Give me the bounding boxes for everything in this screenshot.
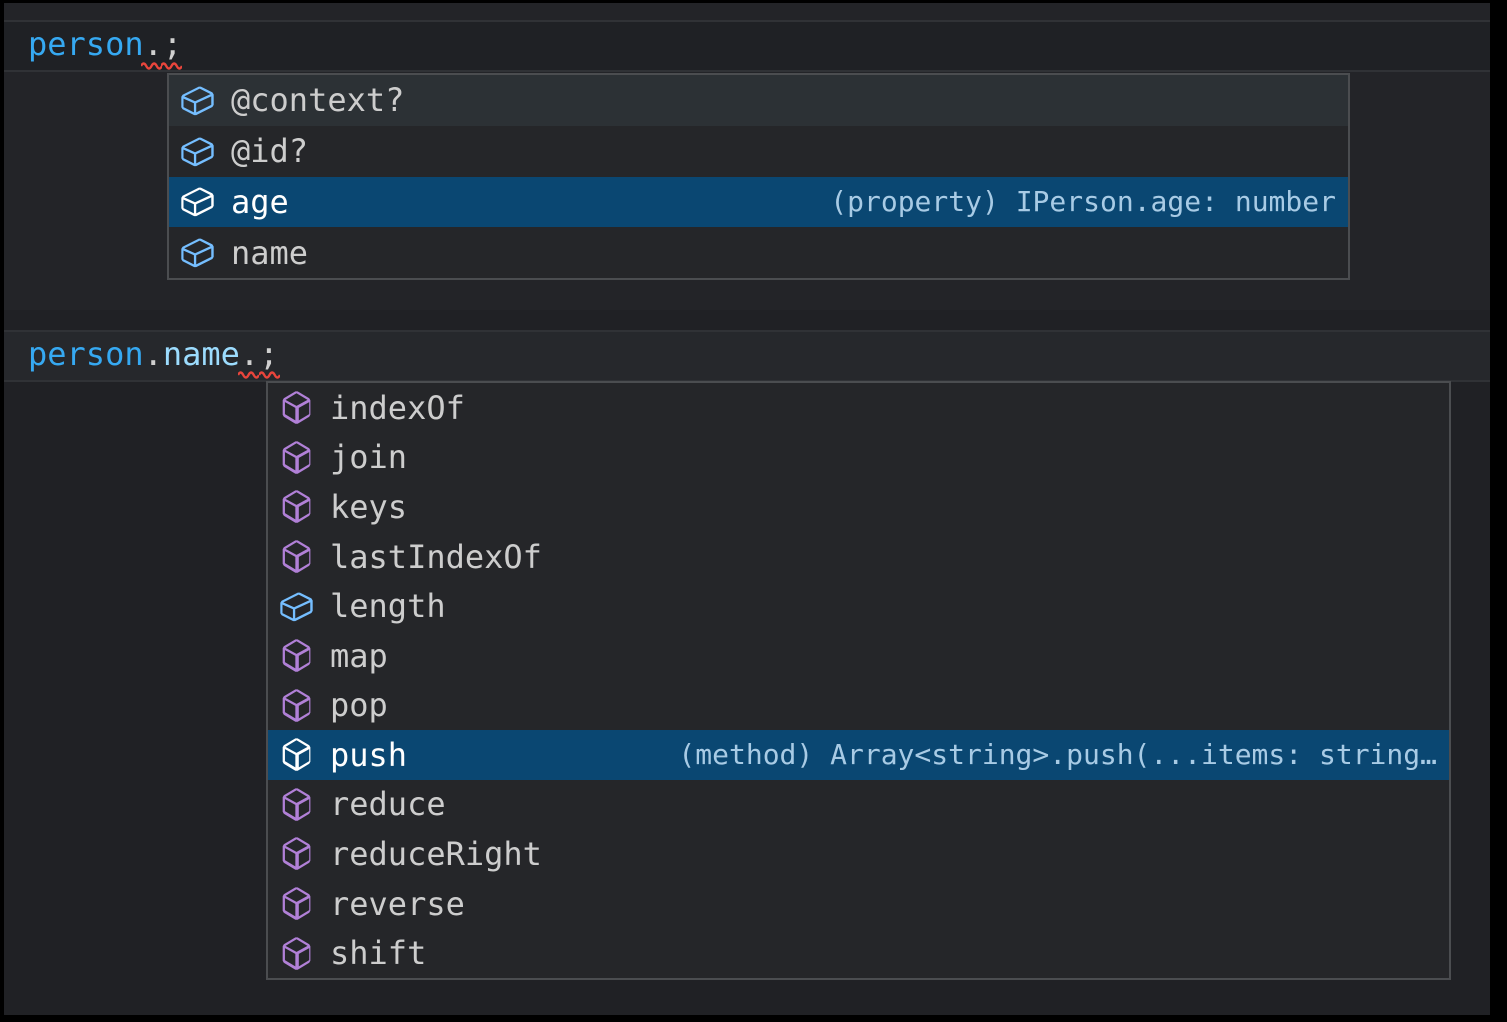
code-token-variable: person (28, 335, 144, 373)
symbol-method-icon (278, 439, 315, 476)
symbol-method-icon (278, 885, 315, 922)
suggestion-detail: (method) Array<string>.push(...items: st… (678, 738, 1437, 772)
code-line-2[interactable]: person.name.; (4, 330, 1490, 382)
error-squiggle (238, 369, 259, 379)
suggestion-label: @context? (231, 81, 405, 120)
symbol-method-icon (278, 637, 315, 674)
suggestion-label: lastIndexOf (330, 537, 542, 576)
code-token-variable: person (28, 25, 144, 63)
suggestion-label: keys (330, 487, 408, 526)
symbol-field-icon (179, 82, 216, 119)
suggestion-label: reduceRight (330, 834, 542, 873)
suggestion-label: @id? (231, 132, 309, 171)
symbol-field-icon (179, 234, 216, 271)
symbol-method-icon (278, 736, 315, 773)
suggestion-label: indexOf (330, 388, 465, 427)
suggestion-item-id[interactable]: @id? (169, 126, 1348, 177)
editor-screen: person.; @context? @id? age (property) IPer… (4, 3, 1490, 1015)
suggestion-item-reduceright[interactable]: reduceRight (268, 829, 1449, 879)
code-token-punct: ; (162, 25, 183, 63)
suggestion-label: name (231, 233, 309, 272)
error-squiggle (259, 369, 280, 379)
suggestion-label: age (231, 182, 289, 221)
symbol-method-icon (278, 538, 315, 575)
code-token-punct: . (239, 335, 260, 373)
suggestion-item-shift[interactable]: shift (268, 928, 1449, 978)
symbol-method-icon (278, 935, 315, 972)
error-squiggle (161, 60, 182, 70)
code-token-punct: ; (259, 335, 279, 373)
symbol-method-icon (278, 835, 315, 872)
code-text-2: person.name.; (28, 332, 278, 376)
suggestion-item-keys[interactable]: keys (268, 482, 1449, 532)
code-text-1: person.; (28, 22, 182, 66)
autocomplete-dropdown-person-name: indexOf join keys lastIndexOf length map pop pu… (266, 381, 1451, 980)
code-token-property: name (162, 335, 240, 373)
suggestion-item-context[interactable]: @context? (169, 75, 1348, 126)
symbol-method-icon (278, 488, 315, 525)
symbol-method-icon (278, 389, 315, 426)
suggestion-item-map[interactable]: map (268, 631, 1449, 681)
suggestion-label: reverse (330, 884, 465, 923)
suggestion-label: map (330, 636, 388, 675)
symbol-method-icon (278, 786, 315, 823)
suggestion-item-age[interactable]: age (property) IPerson.age: number (169, 176, 1348, 228)
suggestion-label: push (330, 735, 408, 774)
suggestion-item-length[interactable]: length (268, 581, 1449, 631)
code-token-punct: . (143, 25, 163, 63)
symbol-field-icon (278, 588, 315, 625)
suggestion-item-indexof[interactable]: indexOf (268, 383, 1449, 433)
suggestion-label: join (330, 438, 408, 477)
error-squiggle (141, 60, 162, 70)
suggestion-label: shift (330, 934, 427, 973)
symbol-field-icon (179, 133, 216, 170)
suggestion-label: pop (330, 686, 388, 725)
suggestion-detail: (property) IPerson.age: number (830, 185, 1336, 219)
suggestion-item-name[interactable]: name (169, 227, 1348, 278)
suggestion-item-join[interactable]: join (268, 433, 1449, 483)
symbol-field-icon (179, 183, 216, 220)
code-line-1[interactable]: person.; (4, 20, 1490, 72)
suggestion-item-push[interactable]: push (method) Array<string>.push(...items… (268, 730, 1449, 780)
suggestion-item-reverse[interactable]: reverse (268, 879, 1449, 929)
suggestion-label: reduce (330, 785, 446, 824)
suggestion-item-lastindexof[interactable]: lastIndexOf (268, 532, 1449, 582)
suggestion-item-reduce[interactable]: reduce (268, 780, 1449, 830)
autocomplete-dropdown-person: @context? @id? age (property) IPerson.age: … (167, 73, 1350, 280)
suggestion-label: length (330, 587, 446, 626)
code-token-punct: . (143, 335, 163, 373)
symbol-method-icon (278, 687, 315, 724)
suggestion-item-pop[interactable]: pop (268, 680, 1449, 730)
